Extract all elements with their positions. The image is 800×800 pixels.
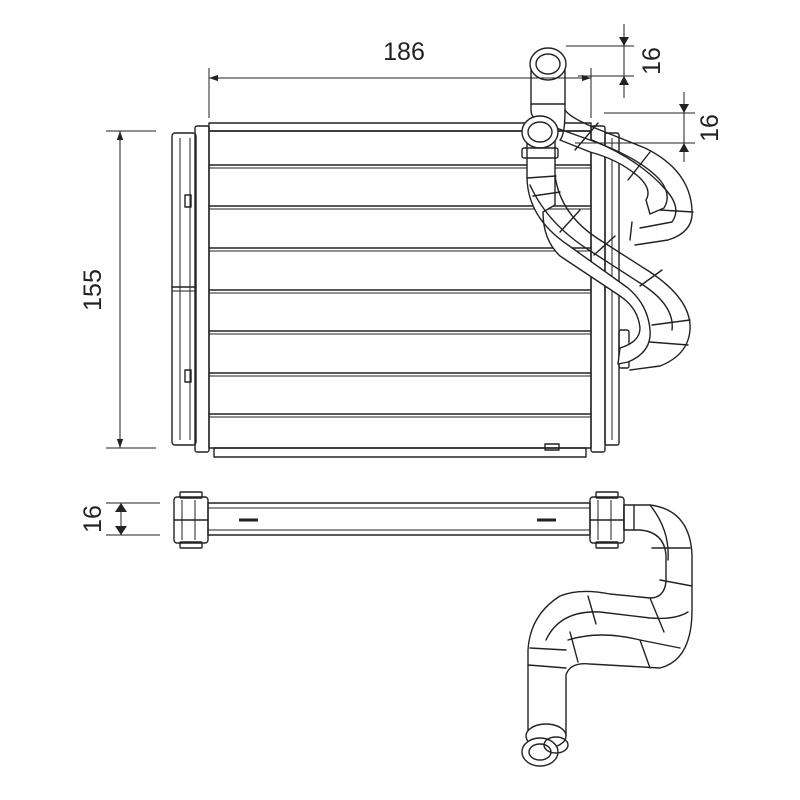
dimension-height: 155 — [79, 130, 156, 449]
dimension-pipe-lower-label: 16 — [696, 114, 724, 142]
left-tank — [171, 125, 210, 453]
core — [208, 122, 592, 458]
pipe-assembly-front — [521, 47, 694, 371]
pipe-assembly-bottom — [521, 504, 693, 767]
dimension-depth: 16 — [79, 502, 160, 536]
front-view — [171, 47, 694, 458]
dimension-width: 186 — [208, 38, 592, 118]
bottom-left-end — [173, 491, 209, 549]
dimension-height-label: 155 — [79, 269, 107, 311]
dimension-pipe-upper-label: 16 — [638, 47, 666, 75]
bottom-core — [207, 502, 591, 536]
bottom-right-end — [589, 491, 625, 549]
dimension-width-label: 186 — [383, 38, 425, 66]
bottom-view — [173, 491, 693, 767]
dimension-pipe-lower: 16 — [575, 92, 724, 162]
dimension-depth-label: 16 — [79, 505, 107, 533]
dimension-pipe-upper: 16 — [566, 24, 666, 98]
right-tank — [590, 125, 630, 453]
